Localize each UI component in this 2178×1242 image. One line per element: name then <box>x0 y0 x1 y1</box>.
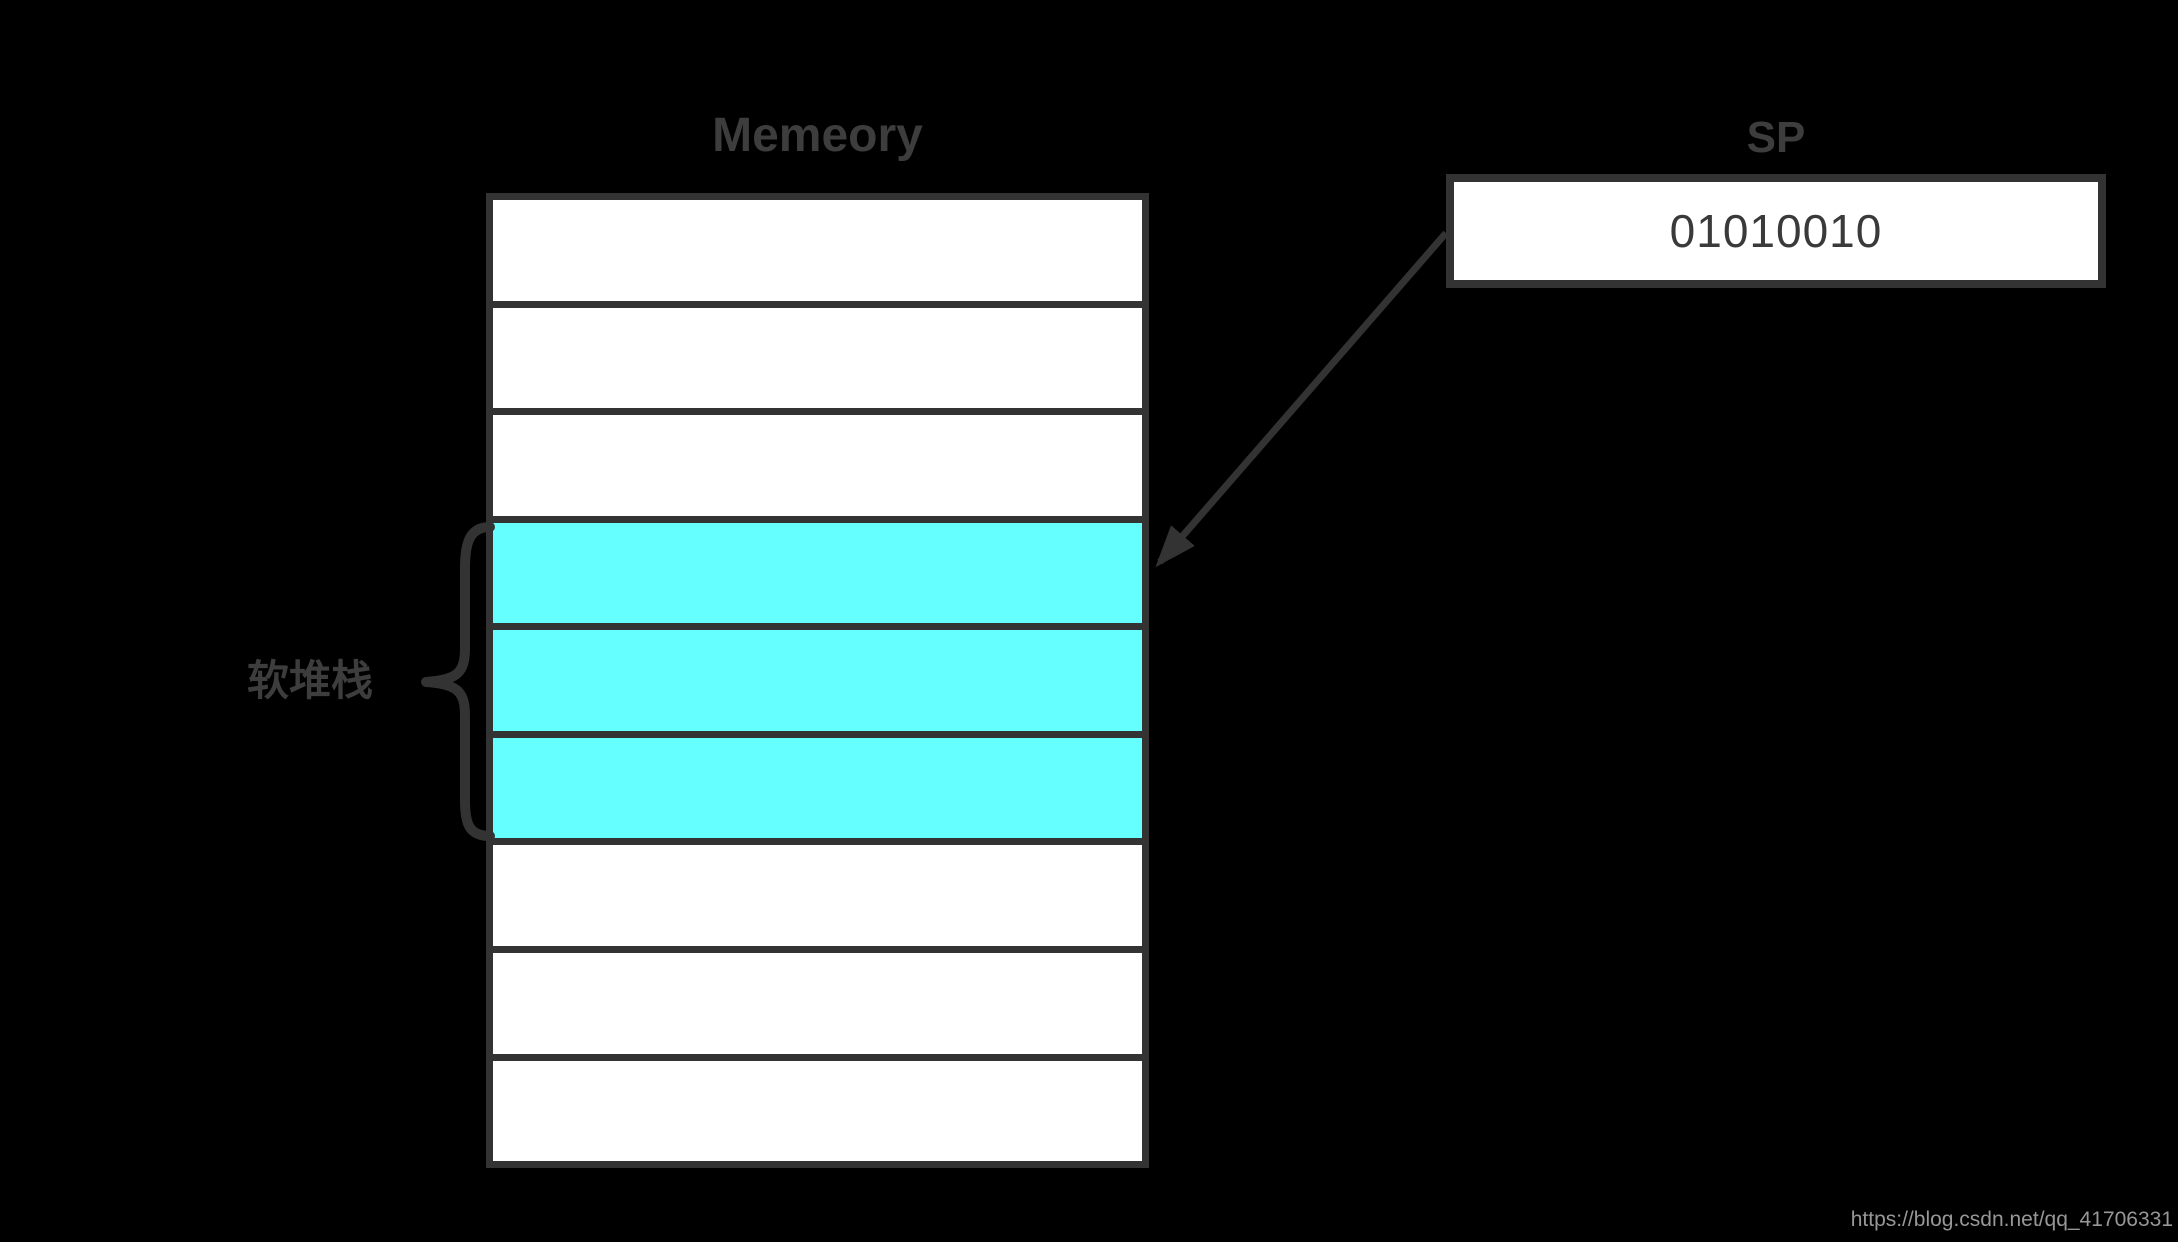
brace-path <box>421 522 495 841</box>
sp-title: SP <box>1746 113 1806 162</box>
memory-cell-highlighted <box>493 623 1142 731</box>
memory-cell <box>493 838 1142 946</box>
sp-register-value: 01010010 <box>1669 205 1883 257</box>
memory-column <box>486 193 1149 1168</box>
memory-cell <box>493 200 1142 301</box>
watermark-url: https://blog.csdn.net/qq_41706331 <box>1850 1208 2173 1231</box>
memory-cell-highlighted <box>493 730 1142 839</box>
memory-cell <box>493 300 1142 409</box>
sp-register-box: 01010010 <box>1446 174 2106 288</box>
sp-arrow-line <box>1155 230 1449 568</box>
memory-title: Memeory <box>712 109 923 162</box>
memory-cell <box>493 1053 1142 1162</box>
memory-cell-highlighted <box>493 515 1142 624</box>
memory-cell <box>493 945 1142 1054</box>
stack-region-label: 软堆栈 <box>246 657 373 704</box>
memory-cell <box>493 408 1142 516</box>
